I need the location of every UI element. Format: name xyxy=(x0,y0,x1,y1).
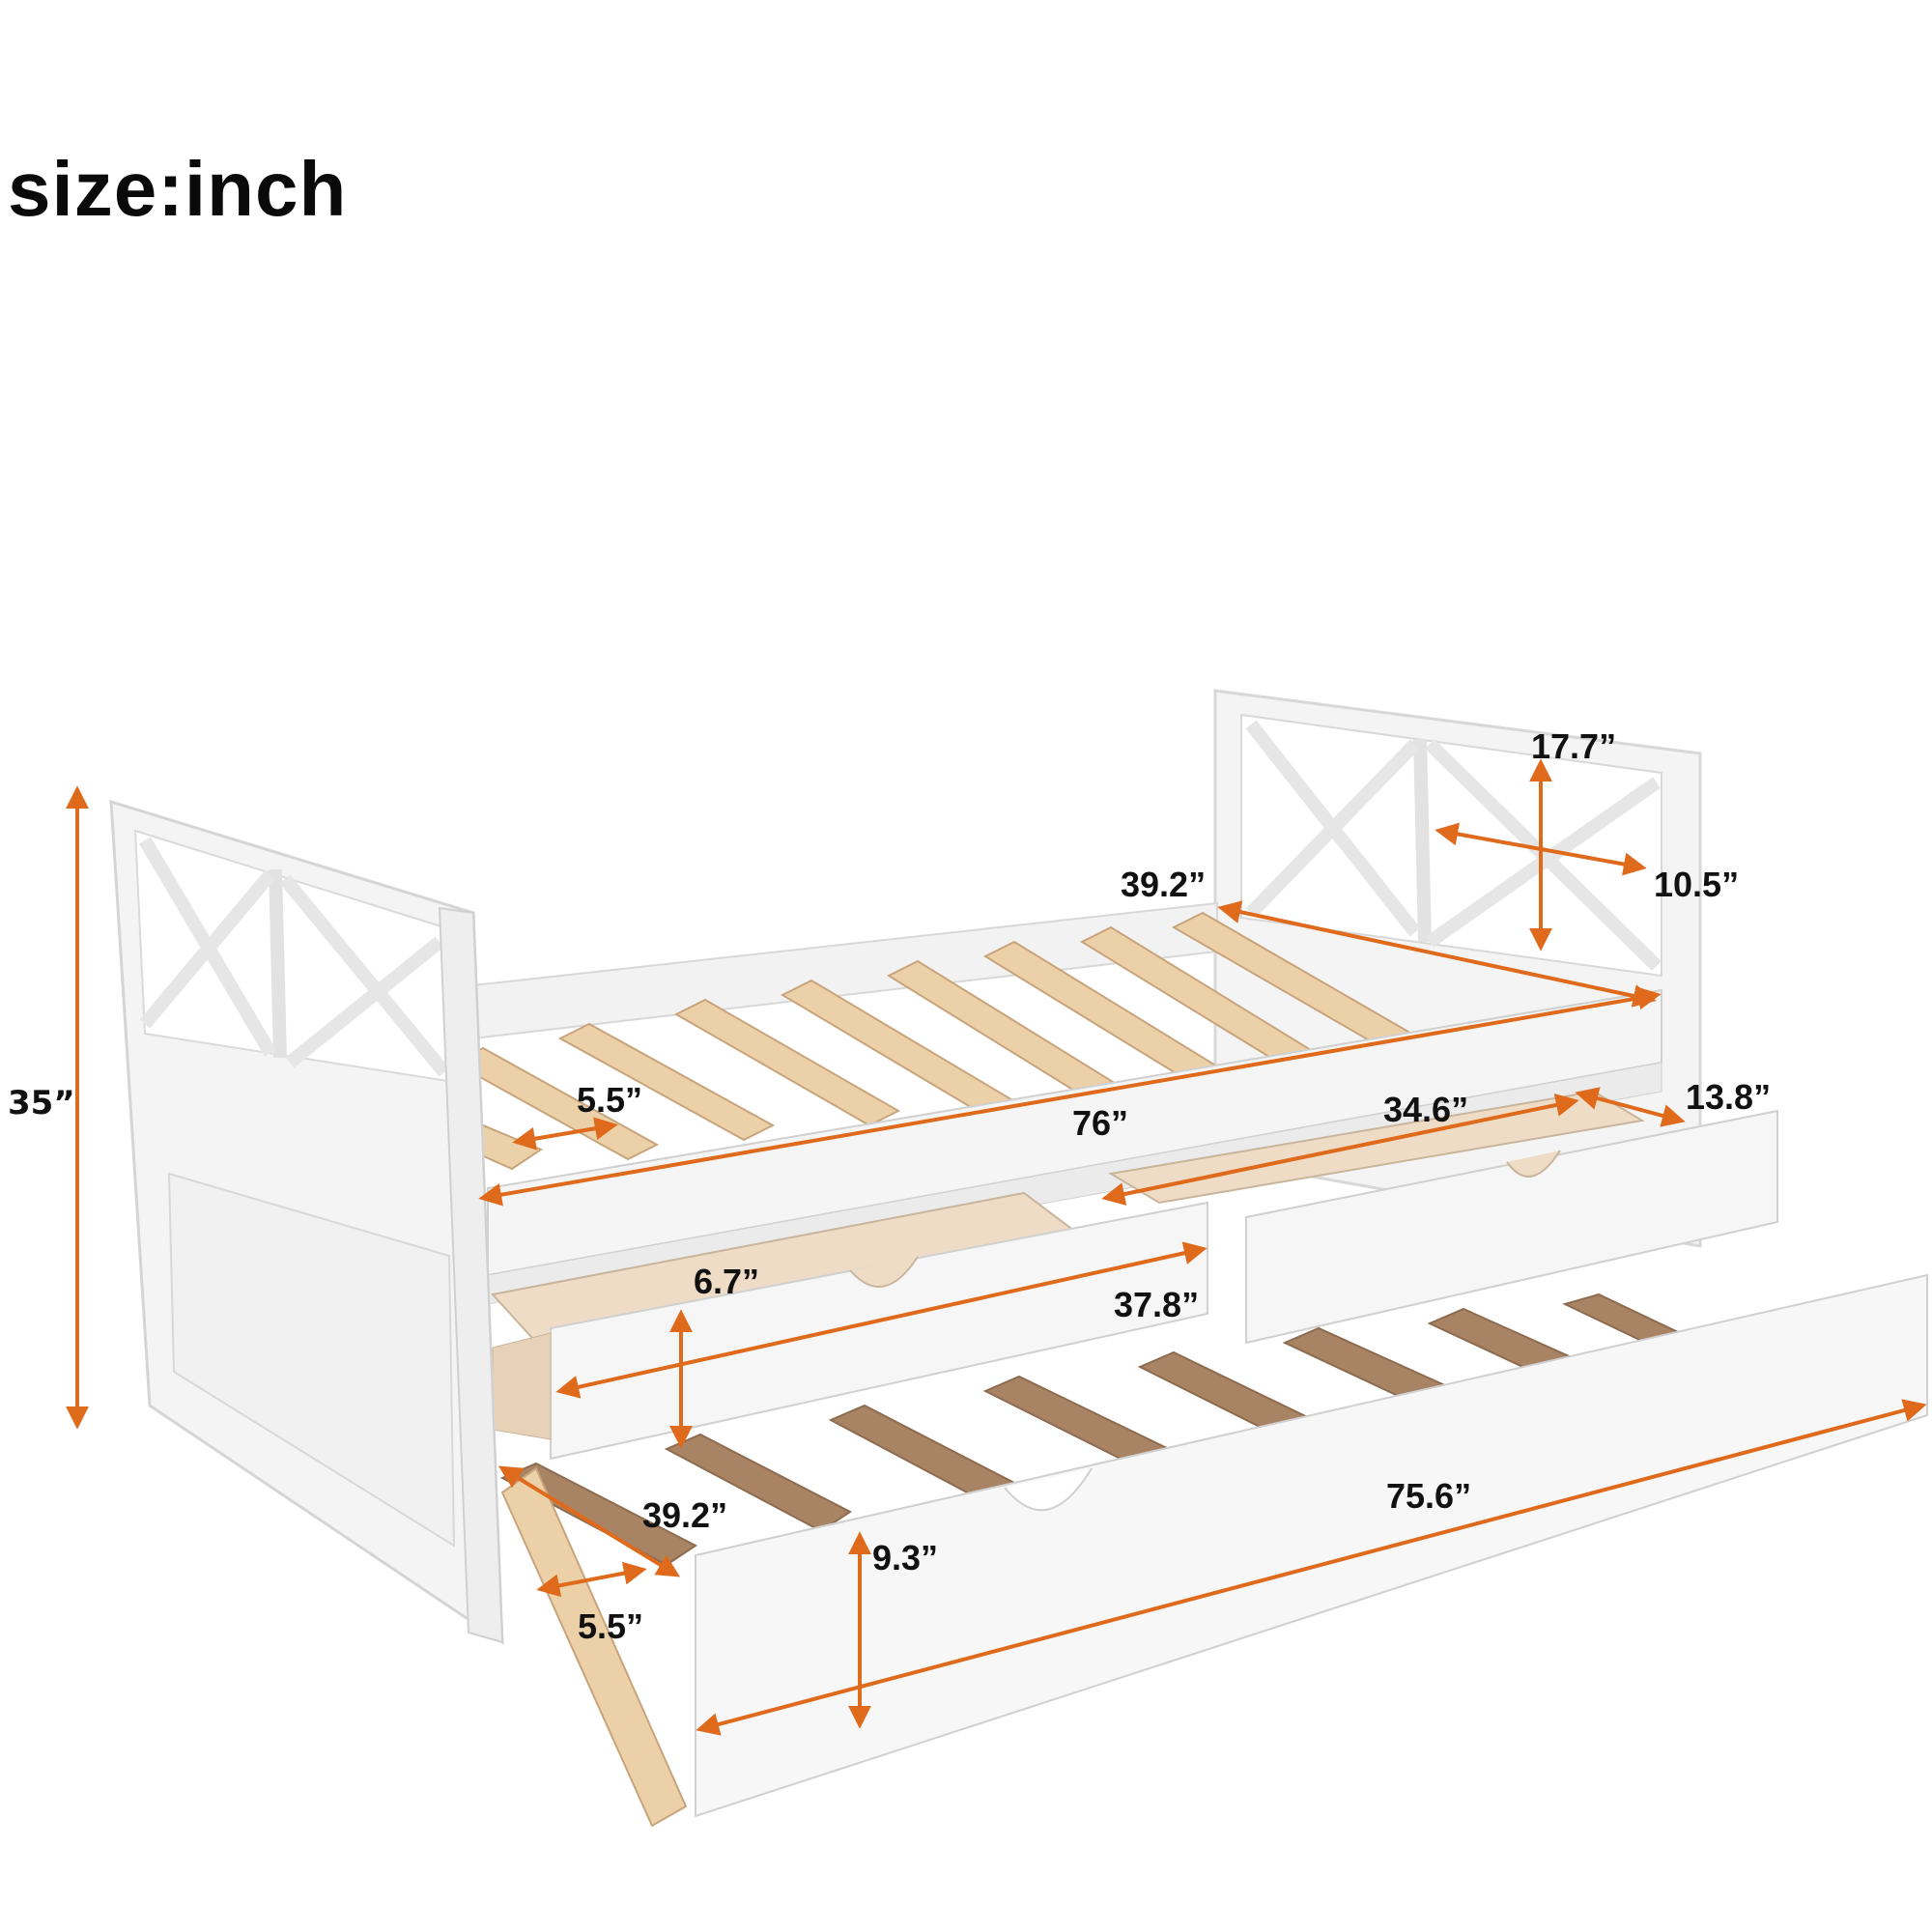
label-bed-length: 76” xyxy=(1072,1103,1129,1143)
label-headboard-panel-width: 10.5” xyxy=(1654,865,1740,904)
label-drawer-right-depth: 13.8” xyxy=(1686,1077,1772,1117)
label-overall-height: 35” xyxy=(8,1084,75,1122)
dim-line-trundle-width xyxy=(497,1465,681,1577)
dim-line-trundle-length xyxy=(696,1399,1927,1736)
left-footboard xyxy=(109,799,504,1645)
label-slat-gap: 5.5” xyxy=(577,1080,643,1120)
diagram-title: size:inch xyxy=(8,146,348,232)
dim-line-bed-width xyxy=(1217,900,1657,1008)
dim-line-drawer-right-depth xyxy=(1575,1087,1686,1127)
dim-line-trundle-slat-gap xyxy=(536,1561,647,1598)
dimension-lines xyxy=(66,758,1927,1736)
dim-line-drawer-left-length xyxy=(555,1241,1208,1399)
label-bed-width: 39.2” xyxy=(1121,865,1207,904)
dim-line-headboard-panel xyxy=(1435,822,1647,876)
dim-line-slat-gap xyxy=(512,1117,618,1151)
label-trundle-width: 39.2” xyxy=(642,1495,728,1535)
label-drawer-height: 6.7” xyxy=(694,1262,760,1301)
label-trundle-slat-gap: 5.5” xyxy=(578,1606,644,1646)
dim-line-drawer-right-length xyxy=(1101,1094,1579,1206)
label-headboard-height: 17.7” xyxy=(1531,726,1617,766)
dim-line-bed-length xyxy=(478,986,1662,1207)
label-trundle-height: 9.3” xyxy=(872,1538,939,1577)
label-trundle-length: 75.6” xyxy=(1386,1476,1472,1516)
label-drawer-left-length: 37.8” xyxy=(1114,1285,1200,1324)
label-drawer-right-length: 34.6” xyxy=(1383,1090,1469,1129)
